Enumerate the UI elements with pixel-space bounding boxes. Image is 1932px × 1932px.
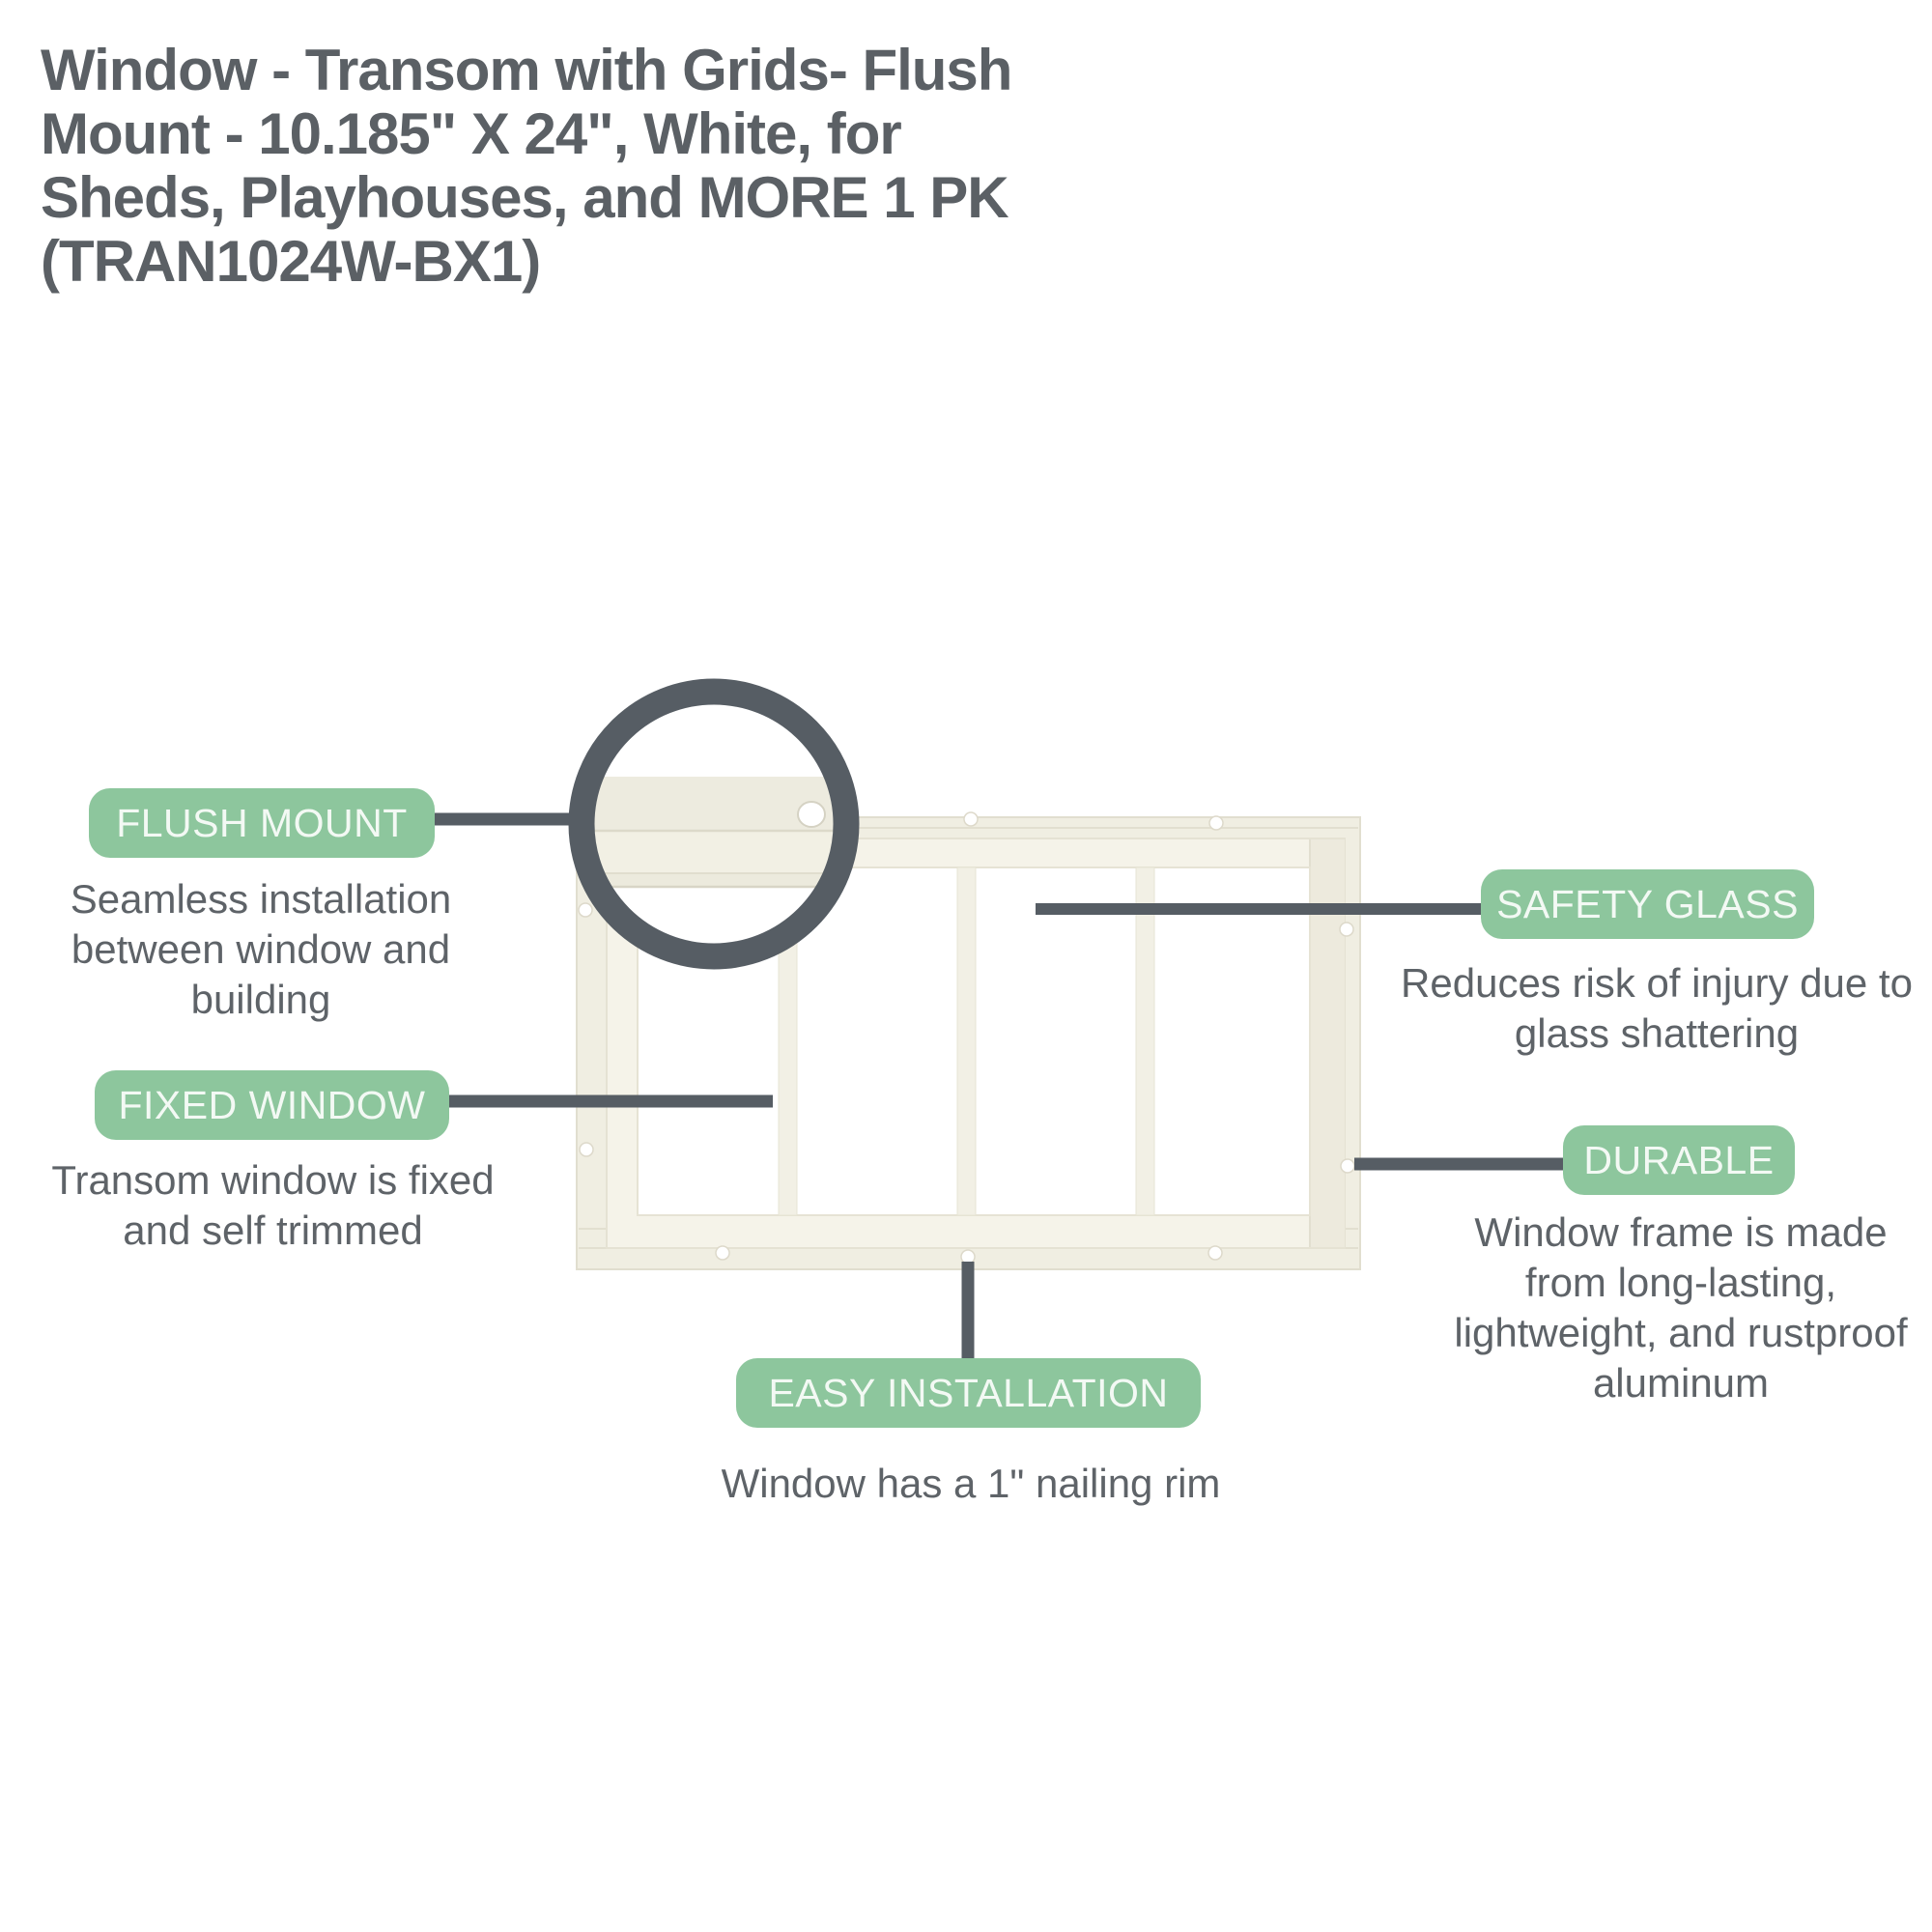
desc-line: and self trimmed — [123, 1208, 423, 1253]
fixed-window-badge: FIXED WINDOW — [95, 1070, 449, 1140]
desc-line: lightweight, and rustproof — [1454, 1310, 1908, 1355]
magnified-rim-detail — [592, 777, 836, 889]
desc-line: aluminum — [1592, 1360, 1770, 1406]
desc-line: building — [190, 977, 331, 1022]
nail-hole — [578, 902, 593, 918]
safety-glass-badge: SAFETY GLASS — [1481, 869, 1814, 939]
nail-hole — [960, 1249, 976, 1264]
flush-mount-badge: FLUSH MOUNT — [89, 788, 435, 858]
fixed-window-desc: Transom window is fixed and self trimmed — [39, 1155, 507, 1256]
nail-hole — [1339, 922, 1354, 937]
easy-installation-badge: EASY INSTALLATION — [736, 1358, 1201, 1428]
desc-line: Reduces risk of injury due to — [1401, 960, 1913, 1006]
window-grille — [1135, 867, 1155, 1216]
desc-line: Window frame is made — [1474, 1209, 1888, 1255]
desc-line: glass shattering — [1514, 1010, 1800, 1056]
nail-hole — [1208, 815, 1224, 831]
magnifier-circle-icon — [568, 678, 860, 970]
flush-mount-desc: Seamless installation between window and… — [53, 874, 469, 1025]
nail-hole — [963, 811, 979, 827]
nail-hole — [715, 1245, 730, 1261]
nail-hole — [1340, 1158, 1355, 1174]
window-grilles — [778, 867, 1155, 1216]
nail-hole — [1208, 1245, 1223, 1261]
desc-line: Window has a 1" nailing rim — [721, 1461, 1221, 1506]
desc-line: from long-lasting, — [1524, 1260, 1837, 1305]
durable-badge: DURABLE — [1563, 1125, 1795, 1195]
desc-line: Transom window is fixed — [51, 1157, 495, 1203]
magnified-nail-hole — [797, 801, 826, 828]
safety-glass-desc: Reduces risk of injury due to glass shat… — [1396, 958, 1918, 1059]
easy-installation-desc: Window has a 1" nailing rim — [676, 1459, 1265, 1509]
product-title: Window - Transom with Grids- Flush Mount… — [41, 39, 1180, 294]
desc-line: between window and — [71, 926, 451, 972]
product-title-line: (TRAN1024W-BX1) — [41, 229, 541, 294]
window-grille — [956, 867, 977, 1216]
nail-hole — [579, 1142, 594, 1157]
durable-desc: Window frame is made from long-lasting, … — [1439, 1208, 1922, 1408]
nail-holes — [578, 811, 1355, 1264]
product-title-line: Window - Transom with Grids- Flush — [41, 38, 1012, 102]
desc-line: Seamless installation — [70, 876, 452, 922]
product-title-line: Sheds, Playhouses, and MORE 1 PK — [41, 165, 1009, 230]
product-title-line: Mount - 10.185" X 24", White, for — [41, 101, 902, 166]
